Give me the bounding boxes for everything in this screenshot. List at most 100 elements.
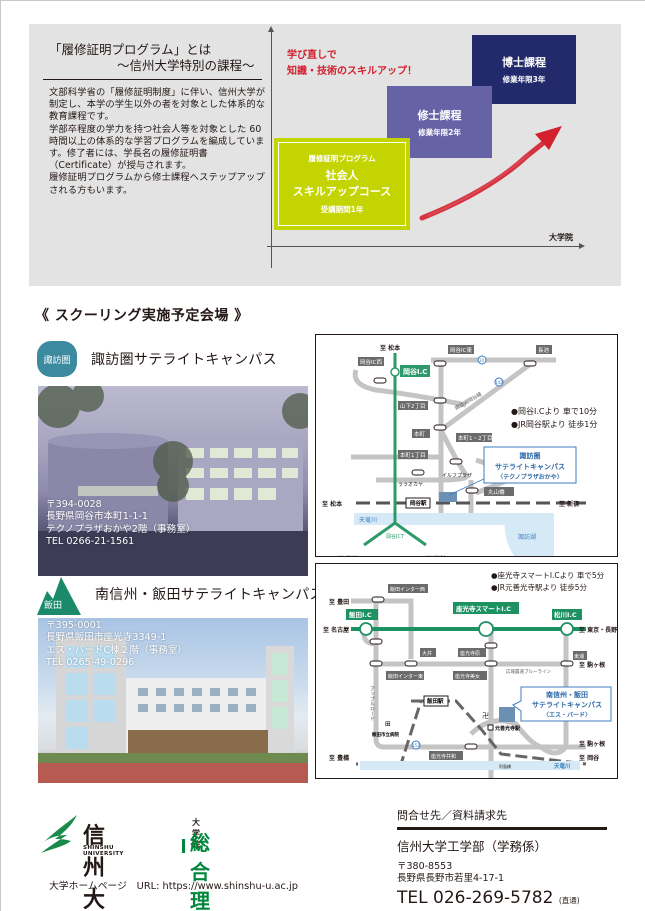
divider xyxy=(397,827,607,830)
svg-text:至 名古屋: 至 名古屋 xyxy=(323,626,349,634)
svg-text:大井: 大井 xyxy=(422,650,432,657)
homepage-url[interactable]: 大学ホームページ URL: https://www.shinshu-u.ac.j… xyxy=(49,881,298,892)
x-axis-arrow-icon xyxy=(579,243,585,249)
svg-text:飯田市立病院: 飯田市立病院 xyxy=(371,731,399,738)
step-master-period: 修業年限2年 xyxy=(418,127,461,137)
step-cert-period: 受講期間1年 xyxy=(320,205,364,214)
svg-text:至 諏訪: 至 諏訪 xyxy=(426,555,446,557)
contact-organization: 信州大学工学部（学務係） xyxy=(397,839,548,854)
slogan-line1: 学び直しで xyxy=(287,50,337,61)
contact-phone-note: (直通) xyxy=(558,896,580,905)
campus-iida-name: 南信州・飯田サテライトキャンパス xyxy=(95,587,324,603)
svg-text:広域農道ブルーライン: 広域農道ブルーライン xyxy=(506,668,551,675)
campus-iida-address: 長野県飯田市座光寺3349-1 xyxy=(46,632,167,644)
university-name-en: SHINSHU UNIVERSITY xyxy=(83,845,124,857)
campus-suwa-tel: TEL 0266-21-1561 xyxy=(46,536,135,548)
contact-phone-number: TEL 026-269-5782 xyxy=(397,888,554,908)
shinshu-wing-icon xyxy=(41,815,77,853)
svg-text:岡谷駅: 岡谷駅 xyxy=(410,499,427,507)
svg-text:岡谷I.C: 岡谷I.C xyxy=(403,367,427,376)
svg-text:飯田駅: 飯田駅 xyxy=(426,697,444,705)
campus-iida-heading: 飯田 南信州・飯田サテライトキャンパス xyxy=(37,573,324,615)
y-axis-arrow-icon xyxy=(268,26,274,32)
building-photo-image xyxy=(38,638,308,783)
svg-text:飯田I.C: 飯田I.C xyxy=(348,610,372,619)
campus-suwa-zip: 〒394-0028 xyxy=(46,499,102,510)
contact-zip: 〒380-8553 xyxy=(397,861,453,872)
svg-text:東浦: 東浦 xyxy=(574,653,584,660)
svg-text:20: 20 xyxy=(479,358,485,363)
svg-text:ララオカヤ: ララオカヤ xyxy=(398,482,423,488)
x-axis-label: 大学院 xyxy=(549,233,573,242)
campus-suwa-building: テクノプラザおかや2階（事務室） xyxy=(46,523,196,535)
intro-title-line1: 「履修証明プログラム」とは xyxy=(49,42,212,57)
svg-text:サテライトキャンパス: サテライトキャンパス xyxy=(532,700,602,709)
iida-badge: 飯田 xyxy=(37,573,81,615)
svg-text:岡谷IC東: 岡谷IC東 xyxy=(450,346,472,354)
mountain-icon xyxy=(37,577,81,615)
campus-iida-zip: 〒395-0001 xyxy=(46,620,102,631)
campus-suwa-address: 長野県岡谷市本町1-1-1 xyxy=(46,511,148,523)
svg-text:●JR岡谷駅より 徒歩1分: ●JR岡谷駅より 徒歩1分 xyxy=(511,419,597,429)
campus-suwa-address-block: 〒394-0028 長野県岡谷市本町1-1-1 テクノプラザおかや2階（事務室）… xyxy=(46,499,195,549)
career-step-diagram: 大学院 学び直しで 知識・技術のスキルアップ！ 博士課程 修業年限3年 修士課程… xyxy=(267,24,621,286)
svg-text:アップルロード: アップルロード xyxy=(369,686,375,721)
campus-suwa-name: 諏訪圏サテライトキャンパス xyxy=(91,352,277,368)
svg-text:本町: 本町 xyxy=(414,430,426,438)
svg-text:丸山橋: 丸山橋 xyxy=(488,488,505,496)
svg-text:山下2丁目: 山下2丁目 xyxy=(400,402,426,410)
step-cert-name1: 社会人 xyxy=(325,169,359,182)
svg-text:至 新宿: 至 新宿 xyxy=(559,500,579,508)
svg-text:至 豊橋: 至 豊橋 xyxy=(329,754,350,762)
step-certificate-program: 履修証明プログラム 社会人 スキルアップコース 受講期間1年 xyxy=(274,138,410,230)
intro-body: 文部科学省の「履修証明制度」に伴い、信州大学が制定し、本学の学生以外の者を対象と… xyxy=(49,87,266,196)
hospital-icon: ⊞ xyxy=(385,720,391,728)
svg-text:至 伊那: 至 伊那 xyxy=(338,555,358,557)
campus-iida-building: エス・バードC棟２階（事務室） xyxy=(46,644,188,656)
svg-text:至 駒ヶ根: 至 駒ヶ根 xyxy=(579,661,605,669)
building-photo-image xyxy=(38,386,308,576)
svg-text:サテライトキャンパス: サテライトキャンパス xyxy=(495,462,565,471)
intro-title-line2: ～信州大学特別の課程～ xyxy=(117,58,255,73)
svg-text:諏訪圏: 諏訪圏 xyxy=(520,451,541,460)
svg-text:至 松本: 至 松本 xyxy=(380,344,401,352)
svg-text:岡谷IC西: 岡谷IC西 xyxy=(360,358,382,366)
svg-text:天竜川: 天竜川 xyxy=(359,516,377,524)
svg-text:天竜川: 天竜川 xyxy=(554,762,571,770)
contact-address: 長野県長野市若里4-17-1 xyxy=(397,873,505,884)
svg-text:至 豊田: 至 豊田 xyxy=(329,598,349,606)
university-name-jp: 信州大学 xyxy=(83,824,105,911)
svg-text:松川I.C: 松川I.C xyxy=(554,610,577,619)
svg-text:元善光寺駅: 元善光寺駅 xyxy=(495,725,520,732)
svg-text:イルフプラザ: イルフプラザ xyxy=(442,473,472,479)
campus-suwa-map: 天竜川 諏訪湖 岡谷JCT 至 松本 至 伊那 至 諏訪 至 松本 至 新宿 岡… xyxy=(315,334,618,557)
svg-text:座光寺共和: 座光寺共和 xyxy=(431,753,456,760)
svg-text:●JR元善光寺駅より 徒歩5分: ●JR元善光寺駅より 徒歩5分 xyxy=(491,582,587,592)
svg-text:至 駒ヶ根: 至 駒ヶ根 xyxy=(579,740,605,748)
svg-text:座光寺美女: 座光寺美女 xyxy=(455,673,480,680)
graduate-school-label: 大学院 xyxy=(192,818,200,849)
svg-text:南信州・飯田: 南信州・飯田 xyxy=(546,690,588,699)
iida-badge-label: 飯田 xyxy=(44,601,63,611)
y-axis xyxy=(271,31,272,268)
graduate-school-name: 総合理工学研究科 xyxy=(190,831,211,911)
svg-text:●座光寺スマートI.Cより 車で5分: ●座光寺スマートI.Cより 車で5分 xyxy=(491,570,605,580)
svg-text:卍: 卍 xyxy=(482,712,489,720)
svg-text:座光寺原: 座光寺原 xyxy=(460,650,480,657)
divider xyxy=(182,839,185,853)
step-doctoral-title: 博士課程 xyxy=(502,56,546,69)
contact-label: 問合せ先／資料請求先 xyxy=(397,809,507,822)
svg-text:座光寺スマートI.C: 座光寺スマートI.C xyxy=(455,604,511,613)
svg-text:〈テクノプラザおかや〉: 〈テクノプラザおかや〉 xyxy=(497,473,563,481)
svg-text:至 東京・長野: 至 東京・長野 xyxy=(579,626,617,634)
svg-text:岡谷JCT: 岡谷JCT xyxy=(386,533,405,540)
contact-phone: TEL 026-269-5782 (直通) xyxy=(397,888,619,908)
svg-text:至 岡谷: 至 岡谷 xyxy=(579,754,600,762)
svg-text:至 松本: 至 松本 xyxy=(322,500,343,508)
suwa-map-graphic: 天竜川 諏訪湖 岡谷JCT 至 松本 至 伊那 至 諏訪 至 松本 至 新宿 岡… xyxy=(322,344,597,557)
svg-text:長池: 長池 xyxy=(538,346,550,354)
svg-text:阿島橋: 阿島橋 xyxy=(499,763,511,769)
campus-suwa-heading: 諏訪圏 諏訪圏サテライトキャンパス xyxy=(37,341,277,377)
campus-iida-map: 天竜川 阿島橋 至 豊田 至 名古屋 至 東京・長野 至 駒ヶ根 至 駒ヶ根 至… xyxy=(315,563,618,779)
step-master-title: 修士課程 xyxy=(417,108,462,122)
